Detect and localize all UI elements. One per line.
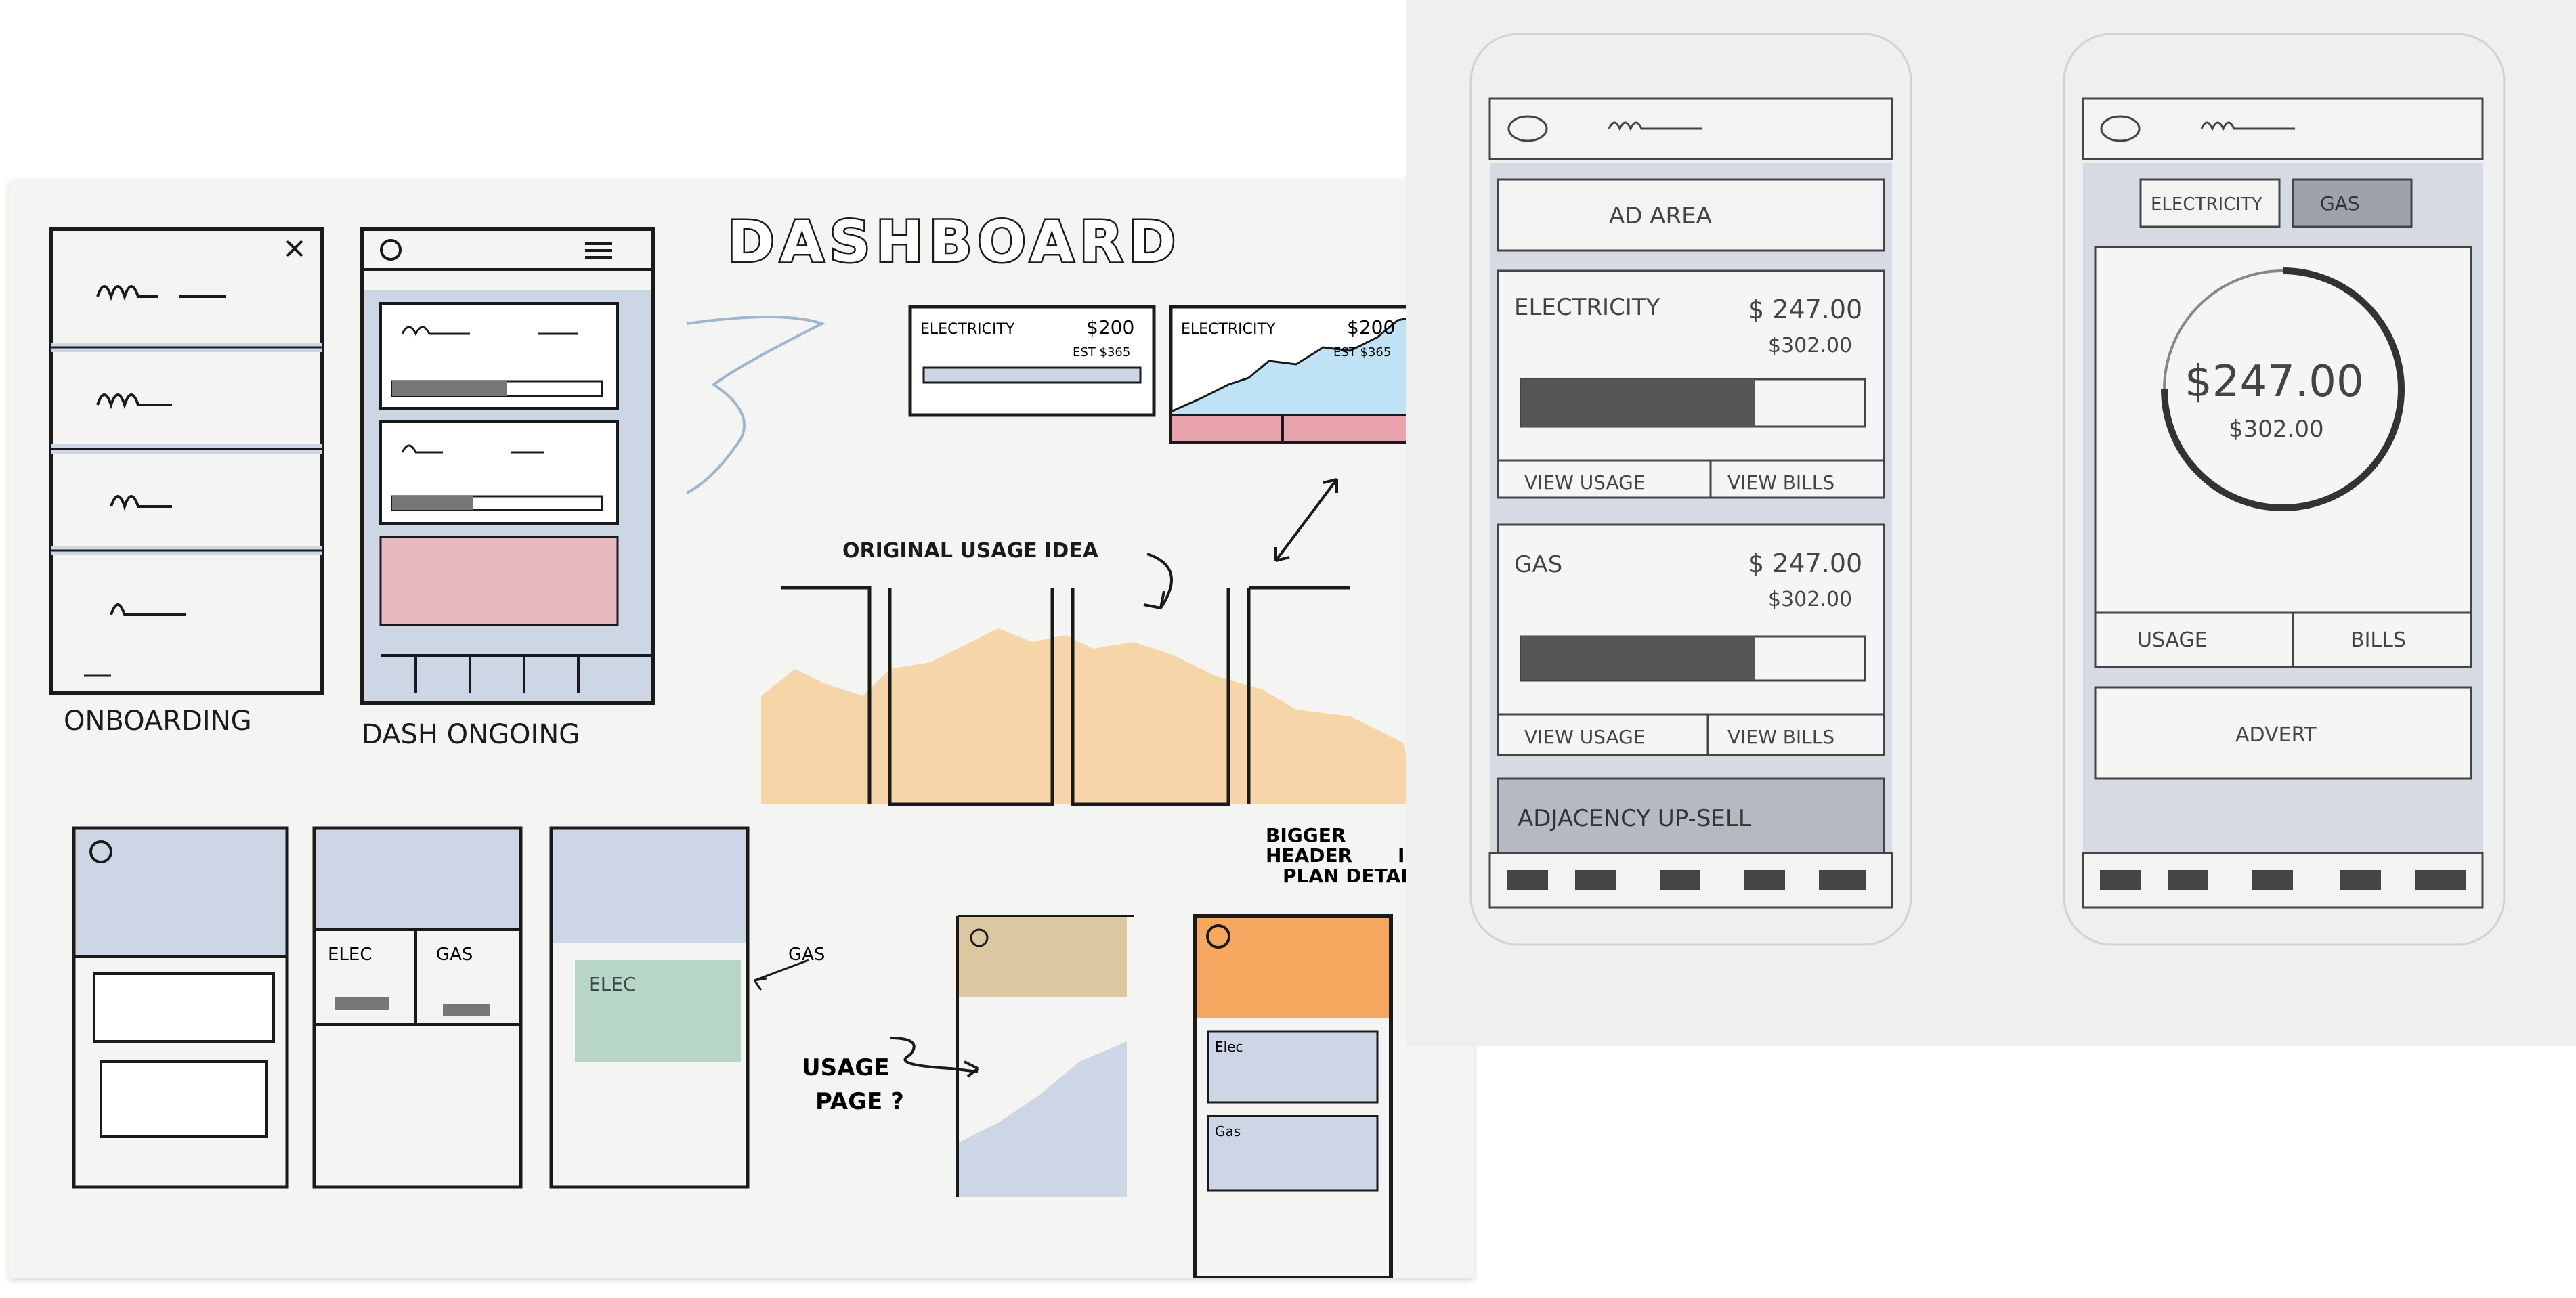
onboarding-sketch bbox=[49, 227, 324, 695]
mini-card-1: ELECTRICITY $200 EST $365 bbox=[908, 305, 1156, 417]
sketch-sheet: DASHBOARD ONBOARDING DASH ONGOING bbox=[9, 181, 1474, 1280]
usage-button[interactable]: USAGE bbox=[2137, 628, 2208, 652]
svg-text:ELECTRICITY: ELECTRICITY bbox=[1514, 294, 1660, 321]
ring-estimate: $302.00 bbox=[2229, 416, 2324, 443]
svg-text:ELEC: ELEC bbox=[588, 973, 637, 995]
svg-text:EST $365: EST $365 bbox=[1073, 345, 1130, 360]
bills-button[interactable]: BILLS bbox=[2350, 628, 2406, 652]
svg-text:BIGGER: BIGGER bbox=[1266, 824, 1346, 846]
usage-progress-bar bbox=[1521, 379, 1755, 427]
svg-text:ELEC: ELEC bbox=[328, 945, 372, 965]
dash-ongoing-sketch bbox=[360, 227, 655, 705]
svg-text:EST $365: EST $365 bbox=[1333, 345, 1391, 360]
onboarding-label: ONBOARDING bbox=[64, 706, 252, 737]
avatar-icon bbox=[2100, 115, 2141, 142]
svg-text:GAS: GAS bbox=[1514, 551, 1562, 578]
advert-area[interactable] bbox=[2094, 686, 2472, 780]
phone-wireframe-sheet: AD AREA ELECTRICITY $ 247.00 $302.00 VIE… bbox=[1406, 0, 2576, 1046]
nav-icon-1[interactable] bbox=[2100, 870, 2141, 890]
mini-card-2: ELECTRICITY $200 EST $365 bbox=[1169, 305, 1417, 444]
view-usage-button[interactable]: VIEW USAGE bbox=[1524, 471, 1646, 494]
svg-text:ADVERT: ADVERT bbox=[2235, 723, 2317, 747]
wireframe-b: ELEC GAS bbox=[312, 826, 523, 1189]
svg-text:ELECTRICITY: ELECTRICITY bbox=[920, 321, 1015, 338]
usage-progress-bar bbox=[1521, 636, 1755, 680]
avatar-icon bbox=[1507, 115, 1548, 142]
svg-text:$200: $200 bbox=[1347, 316, 1395, 339]
svg-text:$ 247.00: $ 247.00 bbox=[1748, 548, 1862, 578]
phone-2: ELECTRICITY GAS $247.00 $302.00 USAGE BI… bbox=[2063, 33, 2506, 946]
wireframe-c: ELEC GAS bbox=[549, 826, 825, 1189]
sketch-canvas: DASHBOARD ONBOARDING DASH ONGOING bbox=[49, 207, 1442, 1280]
svg-text:ADJACENCY UP-SELL: ADJACENCY UP-SELL bbox=[1518, 805, 1751, 832]
page-title: DASHBOARD bbox=[727, 209, 1181, 275]
phone-canvas: AD AREA ELECTRICITY $ 247.00 $302.00 VIE… bbox=[1469, 33, 2506, 946]
ring-amount: $247.00 bbox=[2185, 357, 2364, 407]
view-bills-button[interactable]: VIEW BILLS bbox=[1727, 726, 1834, 748]
nav-icon-1[interactable] bbox=[1507, 870, 1548, 890]
nav-icon-3[interactable] bbox=[1660, 870, 1700, 890]
usage-idea-label: ORIGINAL USAGE IDEA bbox=[842, 539, 1099, 563]
svg-text:$302.00: $302.00 bbox=[1768, 334, 1852, 358]
nav-icon-3[interactable] bbox=[2252, 870, 2293, 890]
svg-text:HEADER: HEADER bbox=[1266, 844, 1352, 867]
svg-text:ELECTRICITY: ELECTRICITY bbox=[2151, 194, 2262, 215]
usage-idea-chart bbox=[761, 586, 1411, 806]
bigger-header-sketch: Elec Gas bbox=[1193, 914, 1393, 1280]
svg-text:Elec: Elec bbox=[1215, 1039, 1243, 1055]
menu-icon bbox=[585, 242, 612, 259]
usage-ring-card bbox=[2094, 246, 2472, 668]
nav-icon-4[interactable] bbox=[1744, 870, 1785, 890]
close-icon bbox=[286, 240, 303, 257]
view-bills-button[interactable]: VIEW BILLS bbox=[1727, 471, 1834, 494]
usage-page-label-1: USAGE bbox=[802, 1054, 890, 1081]
svg-text:GAS: GAS bbox=[2320, 192, 2360, 215]
svg-text:$ 247.00: $ 247.00 bbox=[1748, 295, 1862, 324]
svg-text:AD AREA: AD AREA bbox=[1609, 202, 1712, 230]
upsell-banner[interactable] bbox=[1497, 777, 1885, 854]
svg-text:$200: $200 bbox=[1086, 316, 1134, 339]
svg-text:$302.00: $302.00 bbox=[1768, 588, 1852, 611]
view-usage-button[interactable]: VIEW USAGE bbox=[1524, 726, 1646, 748]
nav-icon-2[interactable] bbox=[1575, 870, 1616, 890]
svg-text:Gas: Gas bbox=[1215, 1123, 1241, 1140]
usage-ring bbox=[2161, 267, 2405, 511]
usage-page-label-2: PAGE ? bbox=[815, 1088, 904, 1115]
nav-icon-2[interactable] bbox=[2168, 870, 2208, 890]
svg-text:ELECTRICITY: ELECTRICITY bbox=[1181, 321, 1276, 338]
phone-1: AD AREA ELECTRICITY $ 247.00 $302.00 VIE… bbox=[1469, 33, 1912, 946]
usage-page-sketch bbox=[956, 915, 1134, 1197]
tab-gas[interactable] bbox=[2292, 178, 2413, 228]
dash-ongoing-label: DASH ONGOING bbox=[362, 719, 580, 750]
svg-text:GAS: GAS bbox=[436, 945, 473, 965]
nav-icon-5[interactable] bbox=[1819, 870, 1866, 890]
wireframe-a bbox=[72, 826, 289, 1189]
ad-area bbox=[1497, 178, 1885, 252]
svg-text:GAS: GAS bbox=[788, 945, 825, 965]
avatar-icon bbox=[380, 239, 402, 261]
nav-icon-5[interactable] bbox=[2415, 870, 2466, 890]
tab-electricity[interactable] bbox=[2139, 178, 2281, 228]
nav-icon-4[interactable] bbox=[2340, 870, 2381, 890]
